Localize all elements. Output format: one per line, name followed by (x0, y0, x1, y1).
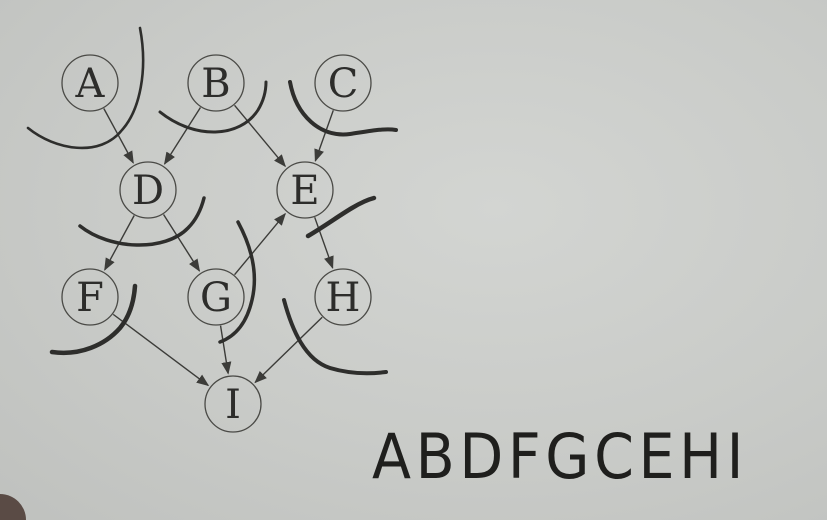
edge-c-e (314, 110, 334, 162)
edge-e-h (314, 217, 334, 269)
node-label: G (200, 275, 232, 321)
edge-g-e (234, 212, 286, 276)
node-circle (276, 161, 334, 219)
node-circle (314, 268, 372, 326)
node-d: D (119, 161, 177, 219)
node-layer: A B C D E F G H I (61, 54, 372, 433)
edge-b-d (163, 107, 202, 165)
stroke-b (158, 80, 268, 134)
stroke-f (49, 283, 138, 356)
edge-f-i (112, 313, 210, 387)
node-f: F (61, 268, 119, 326)
node-circle (61, 268, 119, 326)
node-label: I (225, 382, 241, 428)
node-label: F (76, 275, 104, 321)
node-label: D (132, 168, 164, 214)
node-circle (314, 54, 372, 112)
node-label: H (326, 275, 361, 321)
stroke-c (288, 80, 398, 137)
stroke-h (282, 298, 388, 376)
node-circle (61, 54, 119, 112)
edge-d-g (162, 214, 201, 272)
stroke-g (218, 220, 257, 344)
node-label: E (290, 168, 319, 214)
node-circle (187, 268, 245, 326)
node-label: B (201, 61, 230, 107)
node-h: H (314, 268, 372, 326)
edge-b-e (234, 104, 286, 168)
node-e: E (276, 161, 334, 219)
edge-h-i (254, 316, 323, 384)
node-circle (119, 161, 177, 219)
node-label: C (328, 61, 359, 107)
node-b: B (187, 54, 245, 112)
edge-g-i (219, 325, 232, 375)
node-a: A (61, 54, 119, 112)
node-circle (204, 375, 262, 433)
node-circle (187, 54, 245, 112)
node-g: G (187, 268, 245, 326)
stroke-d (78, 196, 206, 247)
node-c: C (314, 54, 372, 112)
stroke-a (26, 26, 145, 150)
node-label: A (75, 61, 106, 107)
stroke-e (305, 195, 377, 239)
node-i: I (204, 375, 262, 433)
traversal-order-text: ABDFGCEHI (372, 420, 749, 493)
chalk-strokes (26, 26, 398, 376)
